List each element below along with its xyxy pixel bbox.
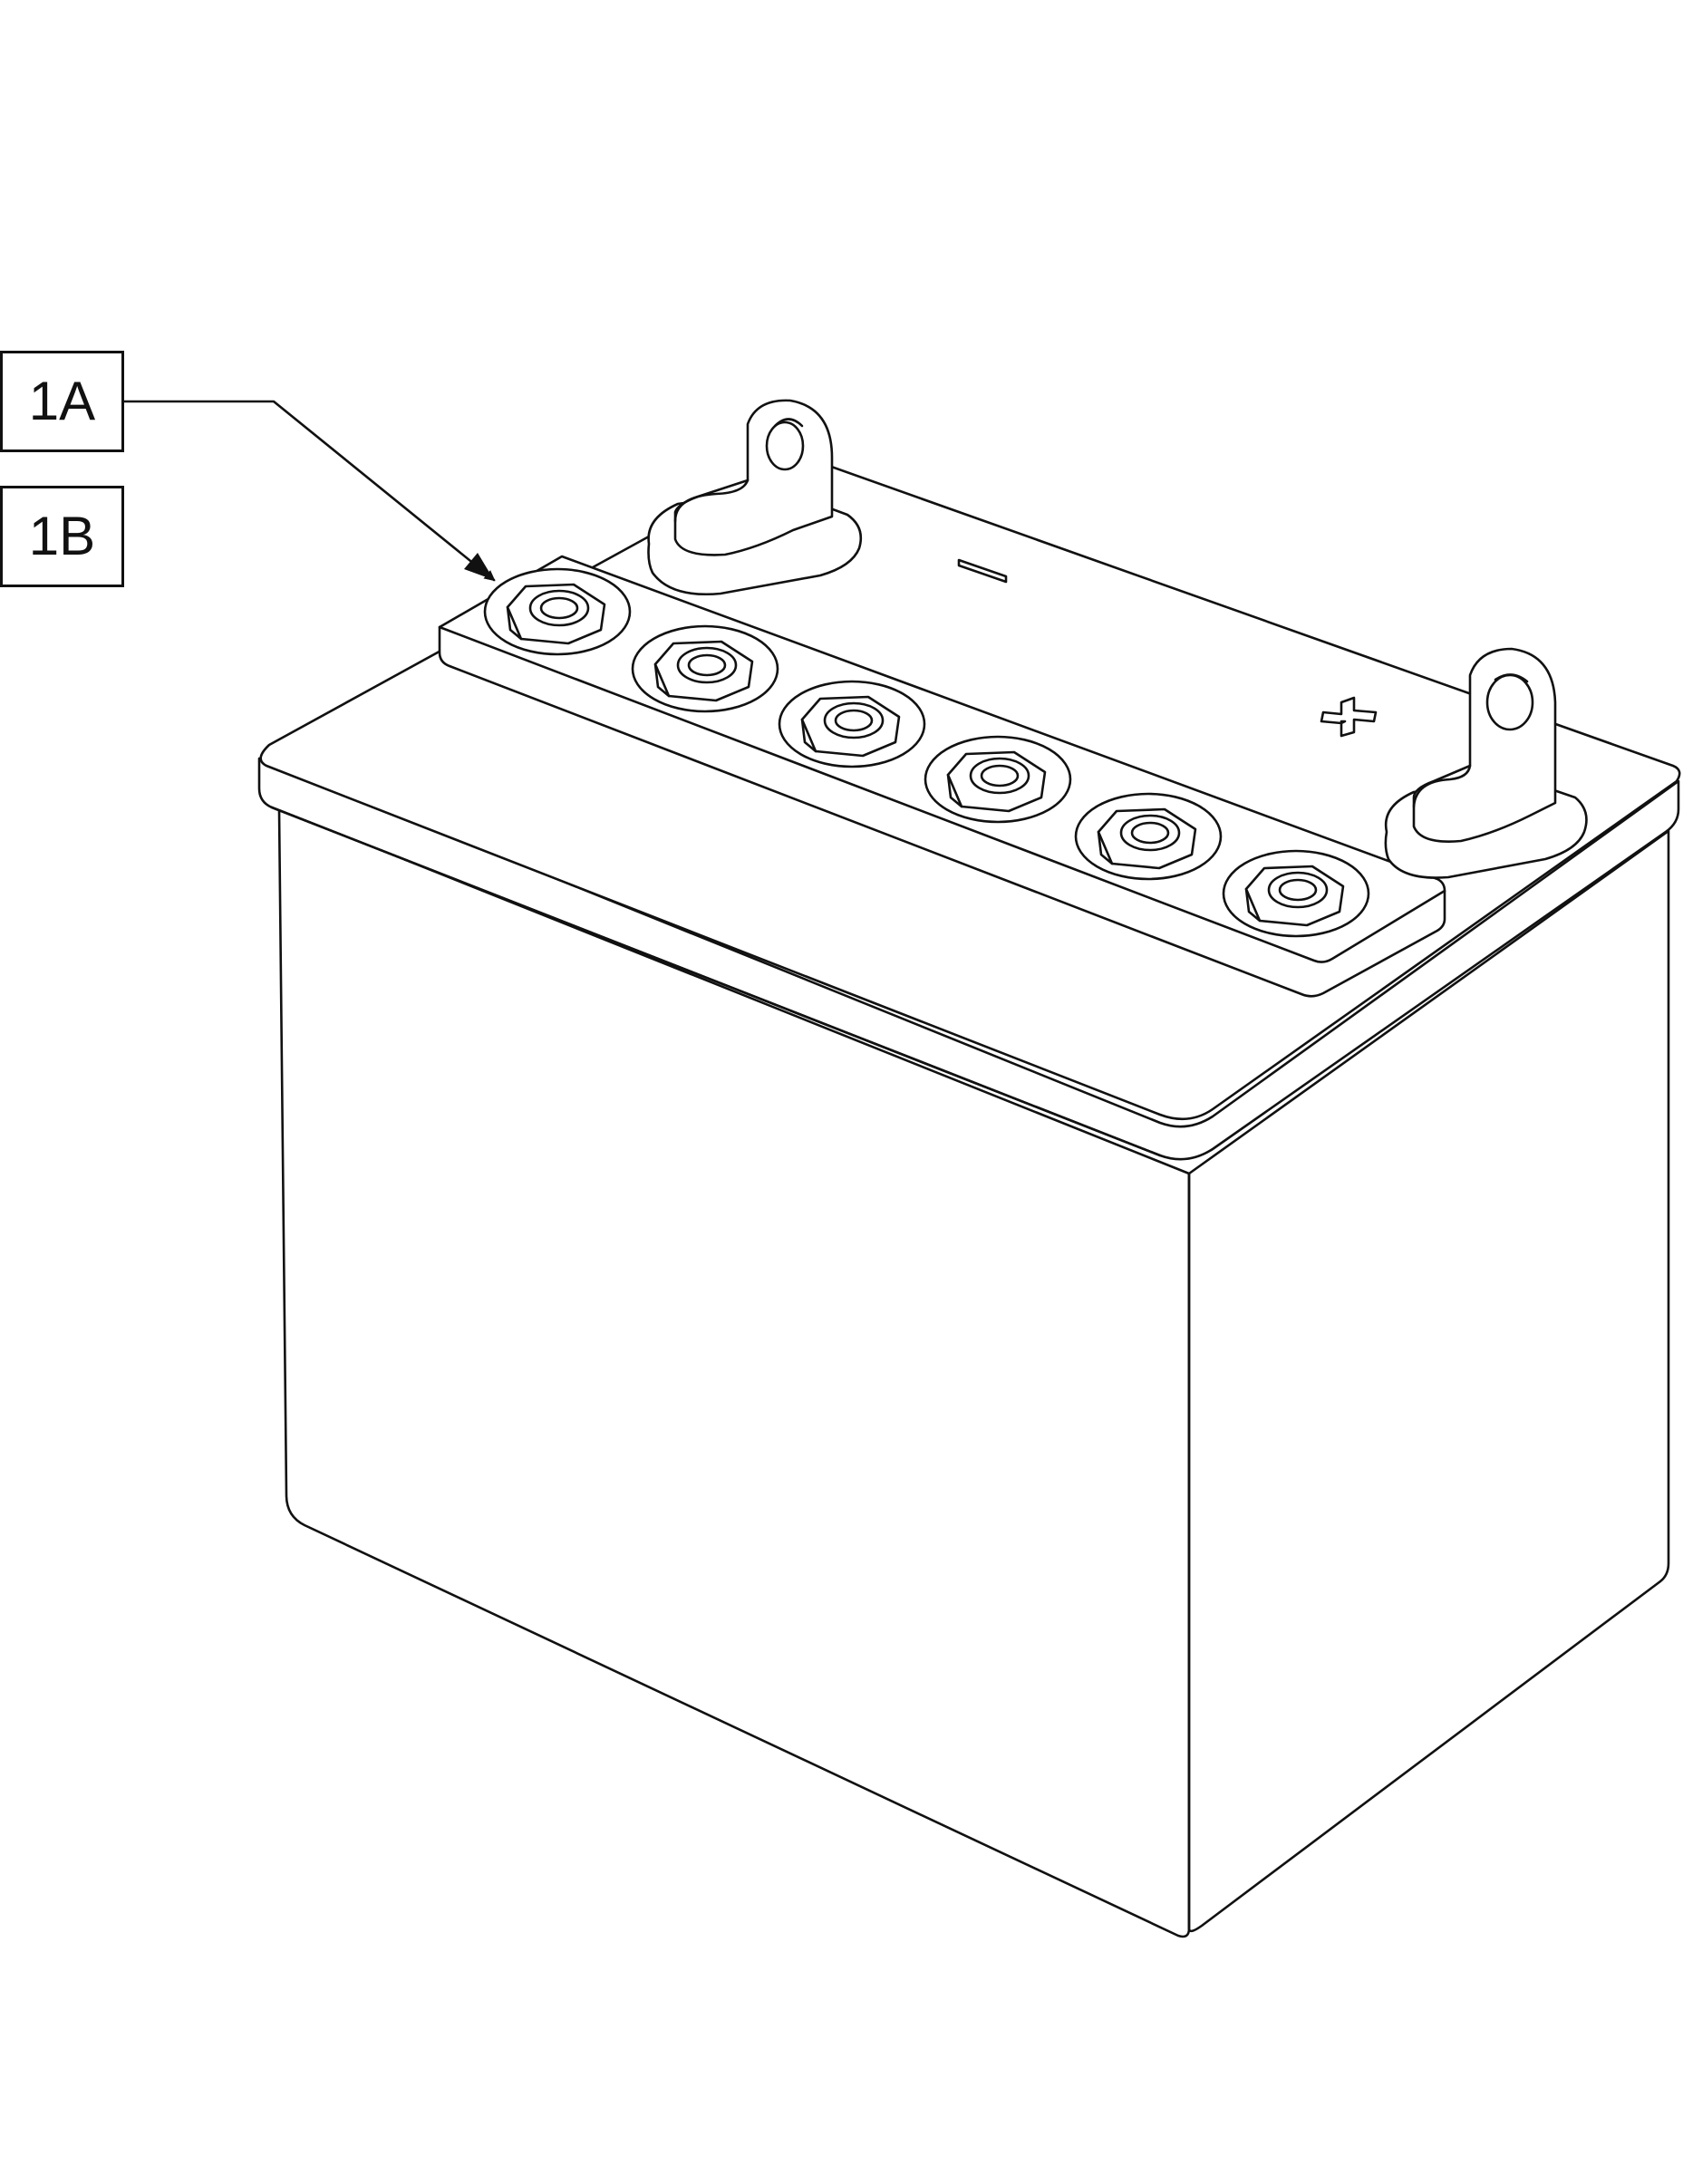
vent-cap[interactable]: [631, 624, 779, 713]
negative-symbol-icon: [957, 558, 1008, 584]
lid-rim-bottom-edge: [270, 806, 1162, 1157]
vent-strip-top-edge: [438, 625, 1446, 963]
vent-cap[interactable]: [1222, 849, 1370, 938]
vent-cap[interactable]: [1074, 792, 1223, 881]
callout-leader-line: [122, 400, 496, 582]
positive-symbol-icon: [1320, 696, 1378, 738]
callout-arrowhead: [464, 553, 494, 580]
battery-side-face: [1187, 829, 1670, 1933]
vent-cap[interactable]: [778, 680, 926, 768]
vent-cap[interactable]: [483, 567, 632, 656]
negative-terminal[interactable]: [647, 399, 863, 595]
lid-rim: [257, 757, 1680, 1161]
callout-label-1b[interactable]: 1B: [0, 486, 124, 587]
positive-terminal[interactable]: [1384, 647, 1588, 879]
callout-label-1a[interactable]: 1A: [0, 351, 124, 452]
vent-cap[interactable]: [924, 735, 1072, 824]
